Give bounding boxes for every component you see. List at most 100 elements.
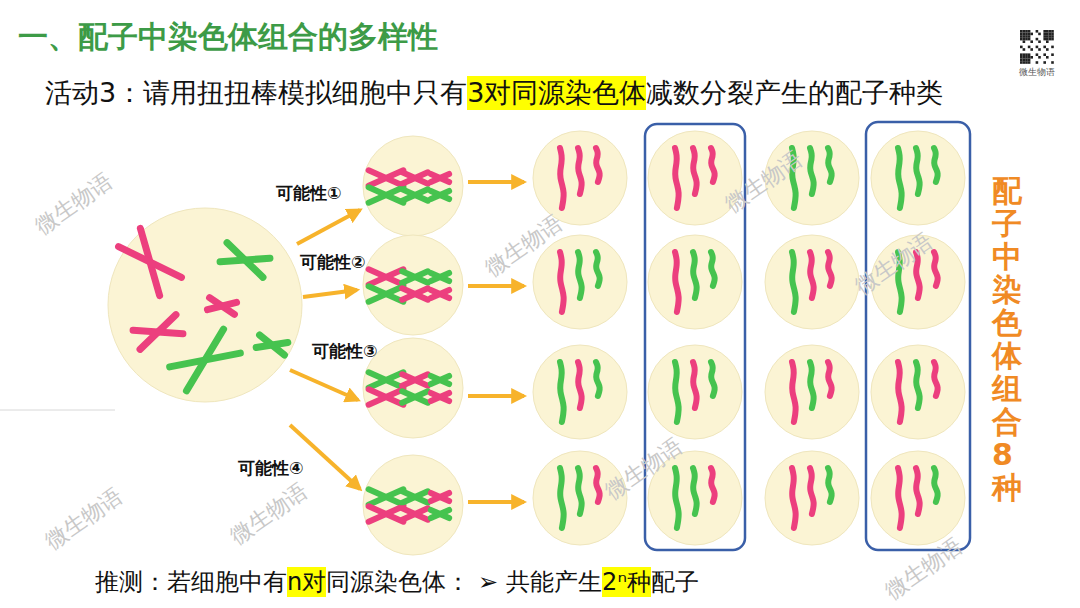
chromatid-rod [792, 252, 796, 312]
activity-text: 减数分裂产生的配子种类 [646, 76, 943, 110]
chromosome-x [402, 508, 428, 519]
metaphase-circle [363, 235, 463, 335]
highlight-frame [866, 122, 970, 550]
chromatid-rod [578, 148, 582, 194]
metaphase-circle [363, 338, 463, 438]
summary-vertical: 配子中染色体组合8种 [992, 174, 1022, 504]
inference-text: 共能产生 [506, 567, 602, 597]
chromatid-rod [810, 362, 814, 408]
chromatid-rod [560, 252, 564, 312]
chromatid-rod [693, 468, 697, 514]
chromatid-rod [916, 362, 920, 408]
possibility-label: 可能性① [276, 183, 341, 204]
chromosome-x [402, 374, 428, 385]
chromatid-rod [810, 468, 814, 514]
chromatid-rod [578, 362, 582, 408]
chromatid-rod [916, 468, 920, 514]
gamete-circle [871, 345, 965, 439]
flow-arrow [290, 425, 360, 489]
gamete-circle [871, 131, 965, 225]
chromatid-rod [675, 362, 679, 422]
chromatid-rod [711, 148, 715, 182]
chromatid-rod [596, 252, 600, 286]
possibility-label: 可能性④ [238, 458, 303, 479]
bullet-symbol: ➢ [478, 567, 498, 597]
flow-arrow [297, 210, 360, 244]
chromatid-rod [916, 148, 920, 194]
flow-arrow [468, 394, 524, 398]
chromosome-x [431, 174, 449, 182]
inference-text: 推测：若细胞中有 [95, 567, 287, 597]
activity-text: 活动3：请用扭扭棒模拟细胞中只有 [45, 76, 467, 110]
chromatid-rod [711, 252, 715, 286]
chromatid-rod [693, 362, 697, 408]
chromatid-rod [828, 148, 832, 182]
watermark: 微生物语 [40, 482, 128, 555]
chromosome-x [369, 506, 404, 521]
chromosome-x [402, 391, 428, 402]
qr-code [1018, 28, 1056, 66]
chromosome-x [369, 389, 404, 404]
flow-arrow [468, 284, 524, 288]
chromosome-x [431, 393, 449, 401]
chromatid-rod [596, 148, 600, 182]
flow-arrow [290, 370, 358, 400]
flow-arrow [468, 500, 524, 504]
possibility-label: 可能性② [300, 252, 365, 273]
chromatid-rod [711, 362, 715, 396]
chromosome-x [431, 376, 449, 384]
chromatid-rod [898, 468, 902, 528]
flow-arrow [468, 180, 524, 184]
chromatid-rod [828, 362, 832, 396]
inference-text: 同源染色体： [326, 567, 470, 597]
chromosome-x [170, 329, 241, 391]
chromatid-rod [578, 468, 582, 514]
metaphase-circle [363, 136, 463, 236]
chromatid-rod [693, 252, 697, 298]
metaphase-circle [363, 455, 463, 555]
chromosome-x [431, 510, 449, 518]
chromosome-x [369, 489, 404, 504]
highlight-text: n对 [287, 567, 326, 597]
rule-line [0, 410, 115, 411]
chromatid-rod [675, 252, 679, 312]
gamete-circle [533, 131, 627, 225]
chromosome-x [431, 493, 449, 501]
chromosome-x [402, 189, 428, 200]
chromosome-x [369, 372, 404, 387]
chromosome-x [256, 335, 288, 355]
chromatid-rod [828, 252, 832, 286]
gamete-circle [765, 345, 859, 439]
possibility-label: 可能性③ [312, 341, 377, 362]
gamete-circle [648, 345, 742, 439]
chromosome-x [369, 170, 404, 185]
chromosome-x [369, 187, 404, 202]
chromosome-x [369, 269, 404, 284]
gamete-circle [765, 235, 859, 329]
highlight-text: 2ⁿ种 [602, 567, 651, 597]
chromatid-rod [560, 362, 564, 422]
slide-title: 一、配子中染色体组合的多样性 [18, 18, 438, 56]
gamete-circle [648, 235, 742, 329]
chromosome-x [207, 298, 236, 315]
inference-text: 配子 [651, 567, 699, 597]
watermark: 微生物语 [225, 477, 313, 550]
chromatid-rod [934, 468, 938, 502]
chromatid-rod [578, 252, 582, 298]
highlight-text: 3对同源染色体 [467, 76, 646, 110]
chromosome-x [119, 228, 182, 295]
gamete-circle [871, 451, 965, 545]
chromosome-x [369, 286, 404, 301]
chromosome-x [402, 288, 428, 299]
chromosome-x [431, 290, 449, 298]
chromatid-rod [675, 468, 679, 528]
chromosome-x [133, 315, 183, 350]
cell-circle [108, 208, 302, 402]
gamete-circle [533, 345, 627, 439]
chromatid-rod [898, 362, 902, 422]
chromosome-x [402, 172, 428, 183]
chromatid-rod [596, 468, 600, 502]
chromatid-rod [934, 252, 938, 286]
chromosome-x [431, 191, 449, 199]
